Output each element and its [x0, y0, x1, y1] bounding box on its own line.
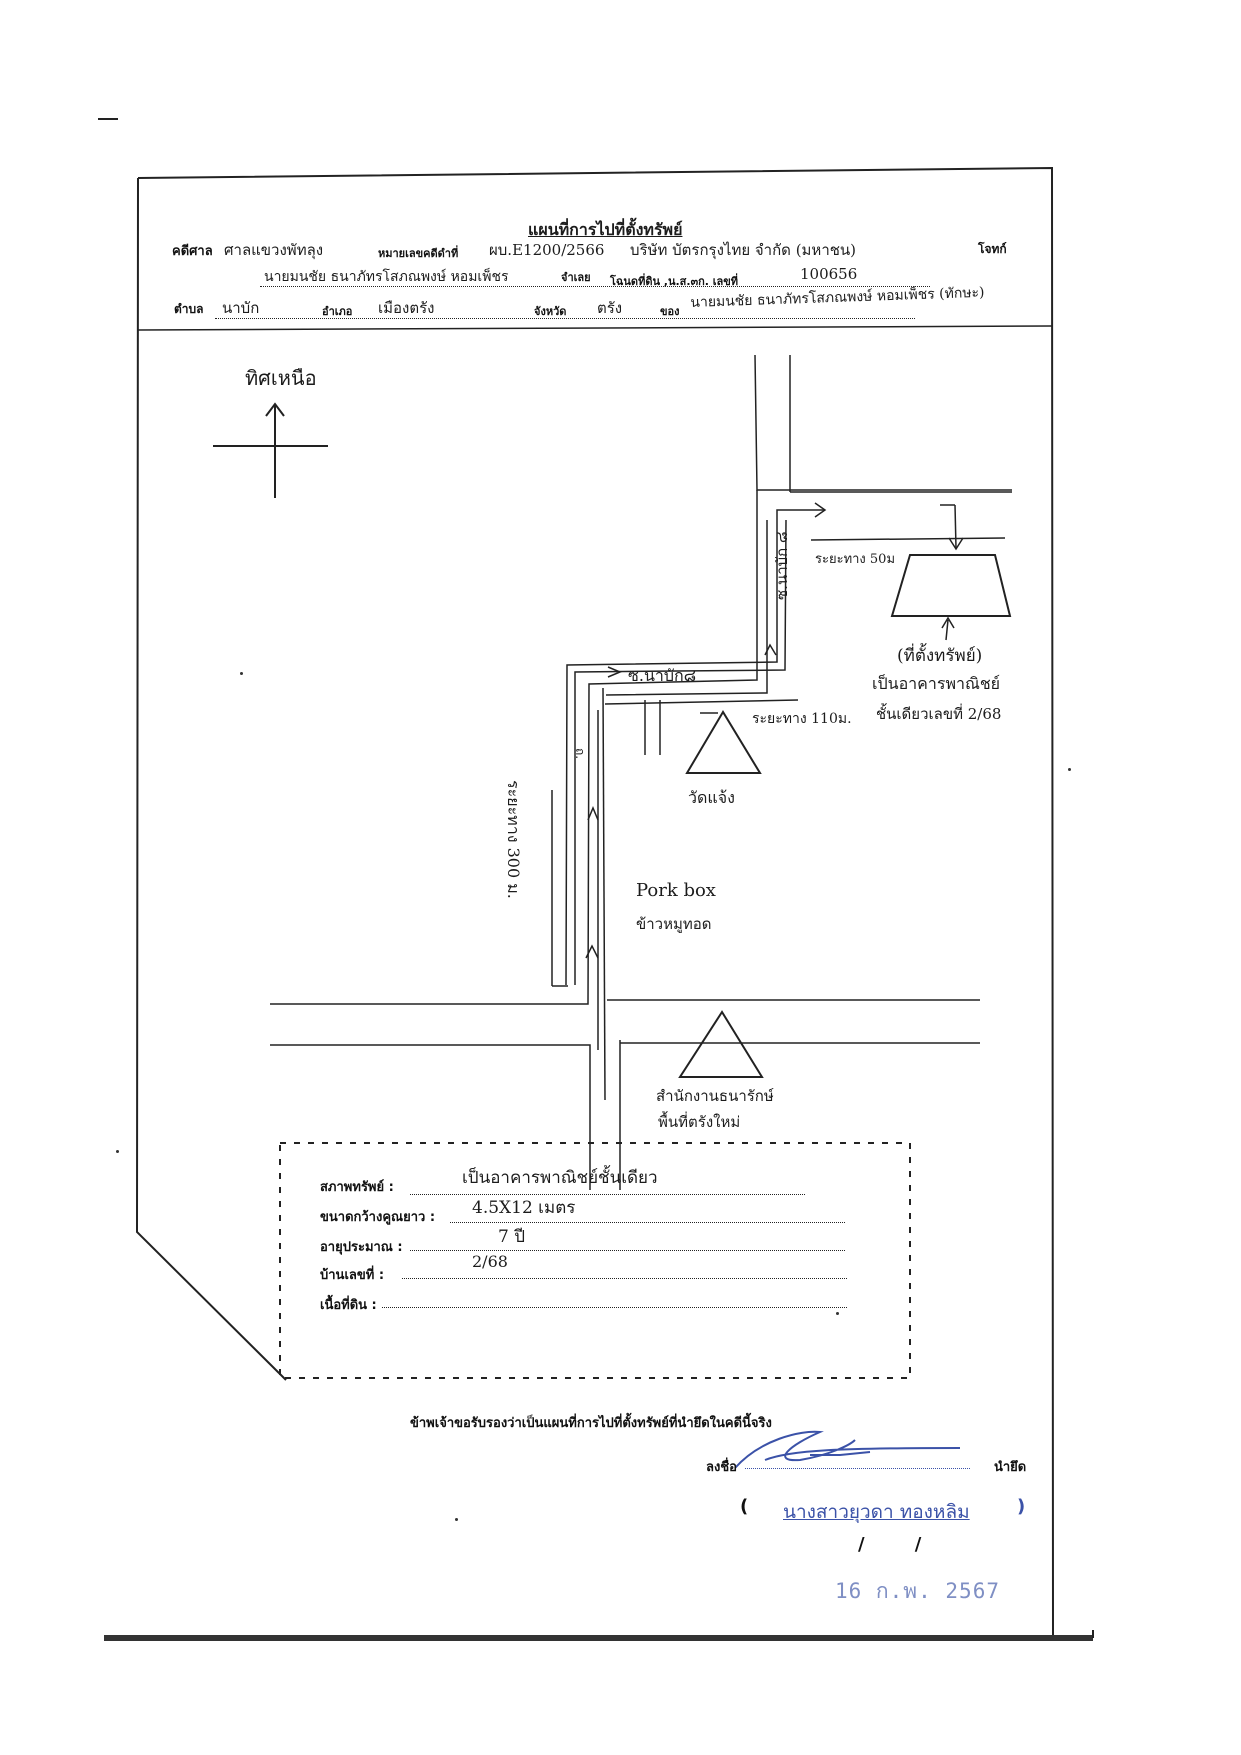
- subdistrict-label: ตำบล: [174, 302, 204, 316]
- header-divider: [137, 325, 1053, 331]
- case-label: คดีศาล: [172, 244, 213, 259]
- case-court-value: ศาลแขวงพัทลุง: [224, 241, 324, 259]
- house-no-label: บ้านเลขที่ :: [320, 1268, 385, 1283]
- plaintiff-role: โจทก์: [978, 242, 1007, 256]
- certification-text: ข้าพเจ้าขอรับรองว่าเป็นแผนที่การไปที่ตั้…: [410, 1416, 772, 1431]
- size-underline: [450, 1222, 845, 1223]
- road-main-label: ถ.: [573, 748, 587, 760]
- size-value: 4.5X12 เมตร: [472, 1198, 576, 1218]
- details-box: [279, 1142, 911, 1379]
- date-stamp: 16 ก.พ. 2567: [835, 1579, 1000, 1603]
- seizer-label: นำยึด: [994, 1460, 1027, 1475]
- property-desc-2: ชั้นเดียวเลขที่ 2/68: [876, 705, 1002, 723]
- shop-name: Pork box: [636, 880, 716, 901]
- property-desc-1: เป็นอาคารพาณิชย์: [872, 674, 1001, 693]
- shop-desc: ข้าวหมูทอด: [636, 915, 712, 933]
- condition-underline: [410, 1194, 805, 1195]
- signature-line: [745, 1468, 970, 1469]
- province-value: ตรัง: [597, 299, 623, 317]
- north-compass: [213, 402, 328, 498]
- district-value: เมืองตรัง: [378, 299, 435, 317]
- road-main: [270, 999, 980, 1190]
- office-triangle-icon: [678, 1010, 764, 1078]
- road-north: [270, 354, 1012, 1101]
- black-no-label: หมายเลขคดีดำที่: [378, 247, 459, 260]
- stray-dot: [455, 1518, 458, 1521]
- road-east: [605, 491, 1012, 696]
- age-label: อายุประมาณ :: [320, 1240, 403, 1255]
- owner-label: ของ: [660, 305, 680, 318]
- signer-name: นางสาวยุวดา ทองหลิม: [783, 1501, 970, 1523]
- close-paren: ): [1017, 1496, 1026, 1517]
- signature-scribble: [734, 1430, 961, 1469]
- area-underline: [382, 1307, 847, 1308]
- distance-300-label: ระยะทาง 300 ม.: [504, 780, 523, 899]
- property-building-icon: [890, 554, 1012, 617]
- defendant-role: จำเลย: [561, 271, 591, 284]
- subdistrict-value: นาบัก: [222, 299, 260, 317]
- office-label-1: สำนักงานธนารักษ์: [656, 1087, 774, 1105]
- road-soi8-vertical-label: ซ.นาบัก ๘: [773, 531, 791, 600]
- condition-value: เป็นอาคารพาณิชย์ชั้นเดียว: [462, 1168, 658, 1188]
- house-no-underline: [402, 1278, 847, 1279]
- property-label: (ที่ตั้งทรัพย์): [897, 646, 983, 666]
- black-no-value: ผบ.E1200/2566: [489, 241, 605, 259]
- stray-dot: [240, 672, 243, 675]
- condition-label: สภาพทรัพย์ :: [320, 1180, 394, 1195]
- age-underline: [410, 1250, 845, 1251]
- sign-label: ลงชื่อ: [706, 1460, 737, 1475]
- distance-110-label: ระยะทาง 110ม.: [752, 711, 852, 727]
- office-label-2: พื้นที่ตรังใหม่: [658, 1113, 741, 1131]
- area-label: เนื้อที่ดิน :: [320, 1298, 377, 1313]
- province-label: จังหวัด: [534, 305, 567, 318]
- distance-50-label: ระยะทาง 50ม: [815, 552, 896, 567]
- row3-underline: [215, 318, 915, 319]
- temple-label: วัดแจ้ง: [688, 788, 735, 807]
- date-slashes: / /: [858, 1534, 922, 1555]
- temple-triangle-icon: [685, 710, 762, 774]
- stray-dot: [1068, 768, 1071, 771]
- north-label: ทิศเหนือ: [245, 366, 317, 390]
- document-frame: [104, 166, 1094, 1641]
- road-soi8-horizontal-label: ซ.นาบัก๘: [628, 666, 697, 685]
- stray-dot: [116, 1150, 119, 1153]
- property-pointer: [941, 616, 955, 641]
- open-paren: (: [740, 1496, 749, 1517]
- house-no-value: 2/68: [472, 1252, 508, 1271]
- page-title: แผนที่การไปที่ตั้งทรัพย์: [528, 220, 683, 239]
- age-value: 7 ปี: [498, 1227, 526, 1247]
- distance-300-bracket: [551, 790, 568, 987]
- row2-underline: [260, 286, 930, 287]
- route-arrows: [585, 502, 964, 959]
- size-label: ขนาดกว้างคูณยาว :: [320, 1210, 436, 1225]
- deed-label: โฉนดที่ดิน ,น.ส.๓ก. เลขที่: [610, 275, 739, 288]
- route-lines: [565, 509, 1006, 1050]
- defendant-value: นายมนชัย ธนาภัทรโสภณพงษ์ หอมเพ็ชร: [264, 269, 509, 285]
- deed-value: 100656: [800, 265, 858, 283]
- district-label: อำเภอ: [322, 305, 353, 318]
- plaintiff-value: บริษัท บัตรกรุงไทย จำกัด (มหาชน): [630, 241, 857, 259]
- stray-dot: [836, 1312, 839, 1315]
- scratch-mark: [98, 118, 118, 120]
